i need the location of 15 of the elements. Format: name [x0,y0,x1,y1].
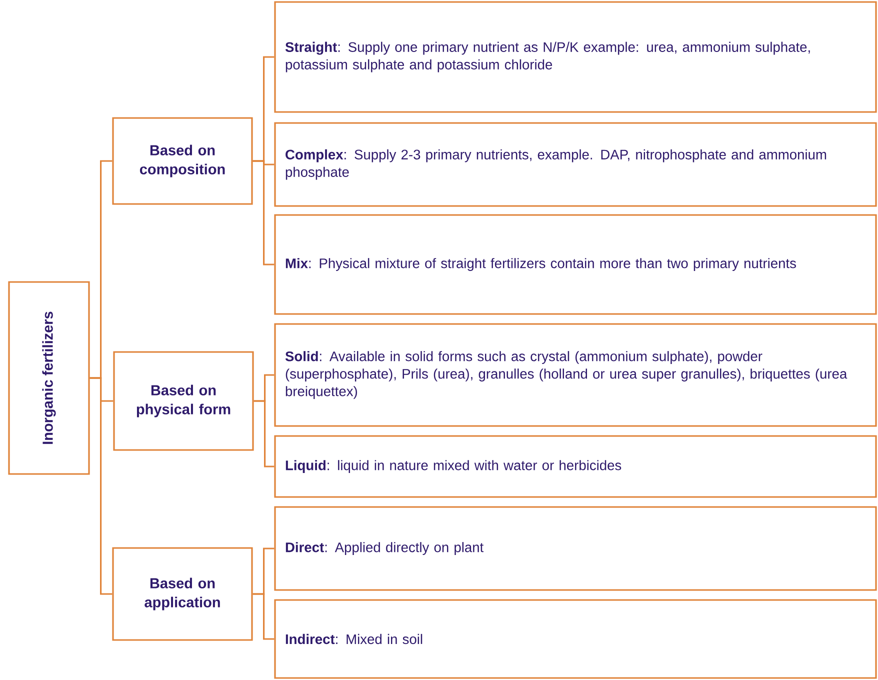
description-box: Straight: Supply one primary nutrient as N/P/K example: urea, ammonium sulphate, potassium sulphate and potassium chloride [274,1,877,113]
connector [90,377,112,595]
connector [254,400,274,468]
category-box: Based on physical form [113,351,254,451]
connector [252,160,274,266]
category-box: Based on composition [112,117,253,205]
description-box: Mix: Physical mixture of straight fertilizers contain more than two primary nutrients [274,214,877,315]
description-box: Complex: Supply 2-3 primary nutrients, example. DAP, nitrophosphate and ammonium phosphate [274,122,877,207]
connector [252,593,274,640]
description-box: Indirect: Mixed in soil [274,599,877,679]
description-box: Direct: Applied directly on plant [274,506,877,591]
description-box: Liquid: liquid in nature mixed with water or herbicides [274,435,877,498]
description-box: Solid: Available in solid forms such as crystal (ammonium sulphate), powder (superphosphate), Prils (urea), granulles (holland or urea super granulles), briquettes (urea breiquettex) [274,323,877,427]
category-box: Based on application [112,547,253,641]
root-box: Inorganic fertilizers [8,281,90,475]
